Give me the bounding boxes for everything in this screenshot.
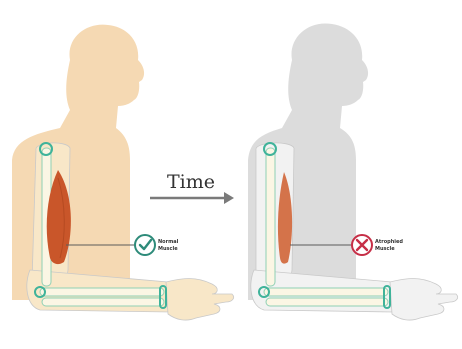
check-icon-badge [135, 235, 155, 255]
normal-hand [166, 279, 234, 321]
atrophied-hand [390, 279, 458, 321]
time-arrow-group: Time [150, 171, 234, 204]
time-label: Time [167, 171, 215, 193]
atrophied-callout-label-line1: Atrophied [375, 239, 403, 245]
normal-body-silhouette [12, 25, 144, 300]
normal-callout-label-line1: Normal [158, 239, 179, 245]
normal-callout-label-line2: Muscle [158, 246, 178, 252]
atrophied-figure: Atrophied Muscle [248, 23, 458, 320]
arrow-right-icon [224, 192, 234, 204]
atrophied-callout-label-line2: Muscle [375, 246, 395, 252]
